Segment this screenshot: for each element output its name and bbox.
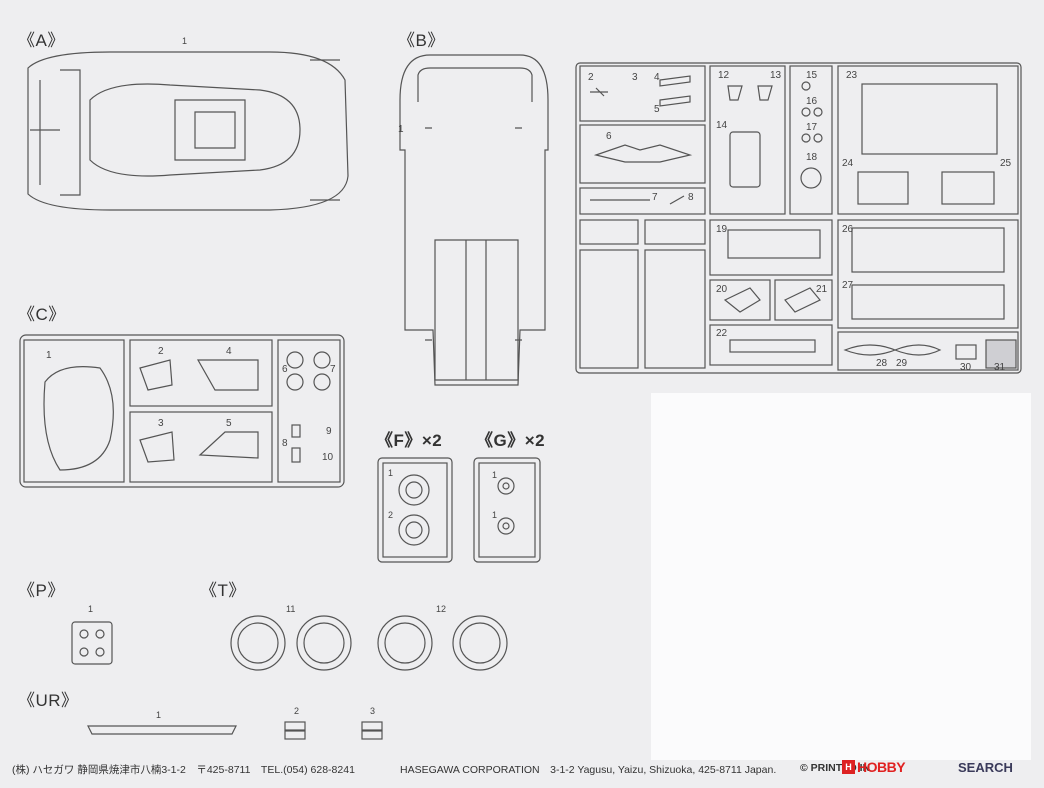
part-number: 2	[388, 510, 394, 520]
part-number: 13	[770, 70, 782, 81]
part-number: 25	[1000, 158, 1012, 169]
part-number: 22	[716, 328, 728, 339]
part-number: 3	[370, 706, 376, 716]
part-number: 14	[716, 120, 728, 131]
section-b-label: 《B》	[398, 31, 445, 50]
part-number: 7	[652, 192, 658, 203]
blank-panel	[651, 393, 1031, 760]
part-number: 24	[842, 158, 854, 169]
section-c-label: 《C》	[18, 305, 66, 324]
part-number: 1	[398, 124, 404, 135]
part-number: 2	[588, 72, 594, 83]
part-number: 17	[806, 122, 818, 133]
part-number: 10	[322, 452, 334, 463]
part-number: 1	[388, 468, 394, 478]
section-a-label: 《A》	[18, 31, 65, 50]
part-number: 3	[158, 418, 164, 429]
part-number: 2	[294, 706, 300, 716]
part-number: 19	[716, 224, 728, 235]
section-ur-label: 《UR》	[18, 691, 79, 710]
part-number: 29	[896, 358, 908, 369]
part-number: 12	[436, 604, 447, 614]
section-p-label: 《P》	[18, 581, 65, 600]
part-number: 30	[960, 362, 972, 373]
hobbysearch-logo-mark: H	[842, 760, 855, 774]
part-number: 20	[716, 284, 728, 295]
part-number: 6	[606, 131, 612, 142]
part-number: 31	[994, 362, 1006, 373]
part-number: 1	[492, 470, 498, 480]
section-t-label: 《T》	[200, 581, 246, 600]
part-number: 12	[718, 70, 730, 81]
part-number: 5	[654, 104, 660, 115]
part-number: 27	[842, 280, 854, 291]
part-number: 28	[876, 358, 888, 369]
part-number: 1	[492, 510, 498, 520]
part-number: 7	[330, 364, 336, 375]
part-number: 15	[806, 70, 818, 81]
section-f-label: 《F》×2	[376, 431, 443, 450]
part-number: 21	[816, 284, 828, 295]
runner-b-tree	[575, 62, 1022, 374]
runner-p-tree	[71, 621, 113, 665]
part-number: 26	[842, 224, 854, 235]
part-number: 16	[806, 96, 818, 107]
body-part-a1	[27, 51, 349, 211]
runner-ur-parts	[87, 721, 383, 740]
part-number: 4	[226, 346, 232, 357]
runner-f-tree	[377, 457, 453, 563]
footer-company-en: HASEGAWA CORPORATION 3-1-2 Yagusu, Yaizu…	[400, 764, 777, 776]
part-number: 1	[88, 604, 94, 614]
part-number: 1	[46, 350, 52, 361]
hobbysearch-logo: HOBBY	[857, 759, 906, 775]
part-number: 1	[182, 36, 188, 46]
part-number: 3	[632, 72, 638, 83]
part-number: 5	[226, 418, 232, 429]
part-number: 9	[326, 426, 332, 437]
runner-c-tree	[19, 334, 345, 488]
part-number: 23	[846, 70, 858, 81]
hobbysearch-logo-search: SEARCH	[958, 760, 1013, 775]
part-number: 1	[156, 710, 162, 720]
part-number: 11	[286, 604, 296, 614]
part-number: 2	[158, 346, 164, 357]
tires-t	[230, 615, 508, 671]
runner-b-frame	[399, 54, 549, 386]
part-number: 4	[654, 72, 660, 83]
runner-g-tree	[473, 457, 541, 563]
part-number: 18	[806, 152, 818, 163]
part-number: 8	[688, 192, 694, 203]
section-g-label: 《G》×2	[476, 431, 546, 450]
part-number: 8	[282, 438, 288, 449]
part-number: 6	[282, 364, 288, 375]
footer-company-jp: (株) ハセガワ 静岡県焼津市八楠3-1-2 〒425-8711 TEL.(05…	[12, 764, 355, 776]
